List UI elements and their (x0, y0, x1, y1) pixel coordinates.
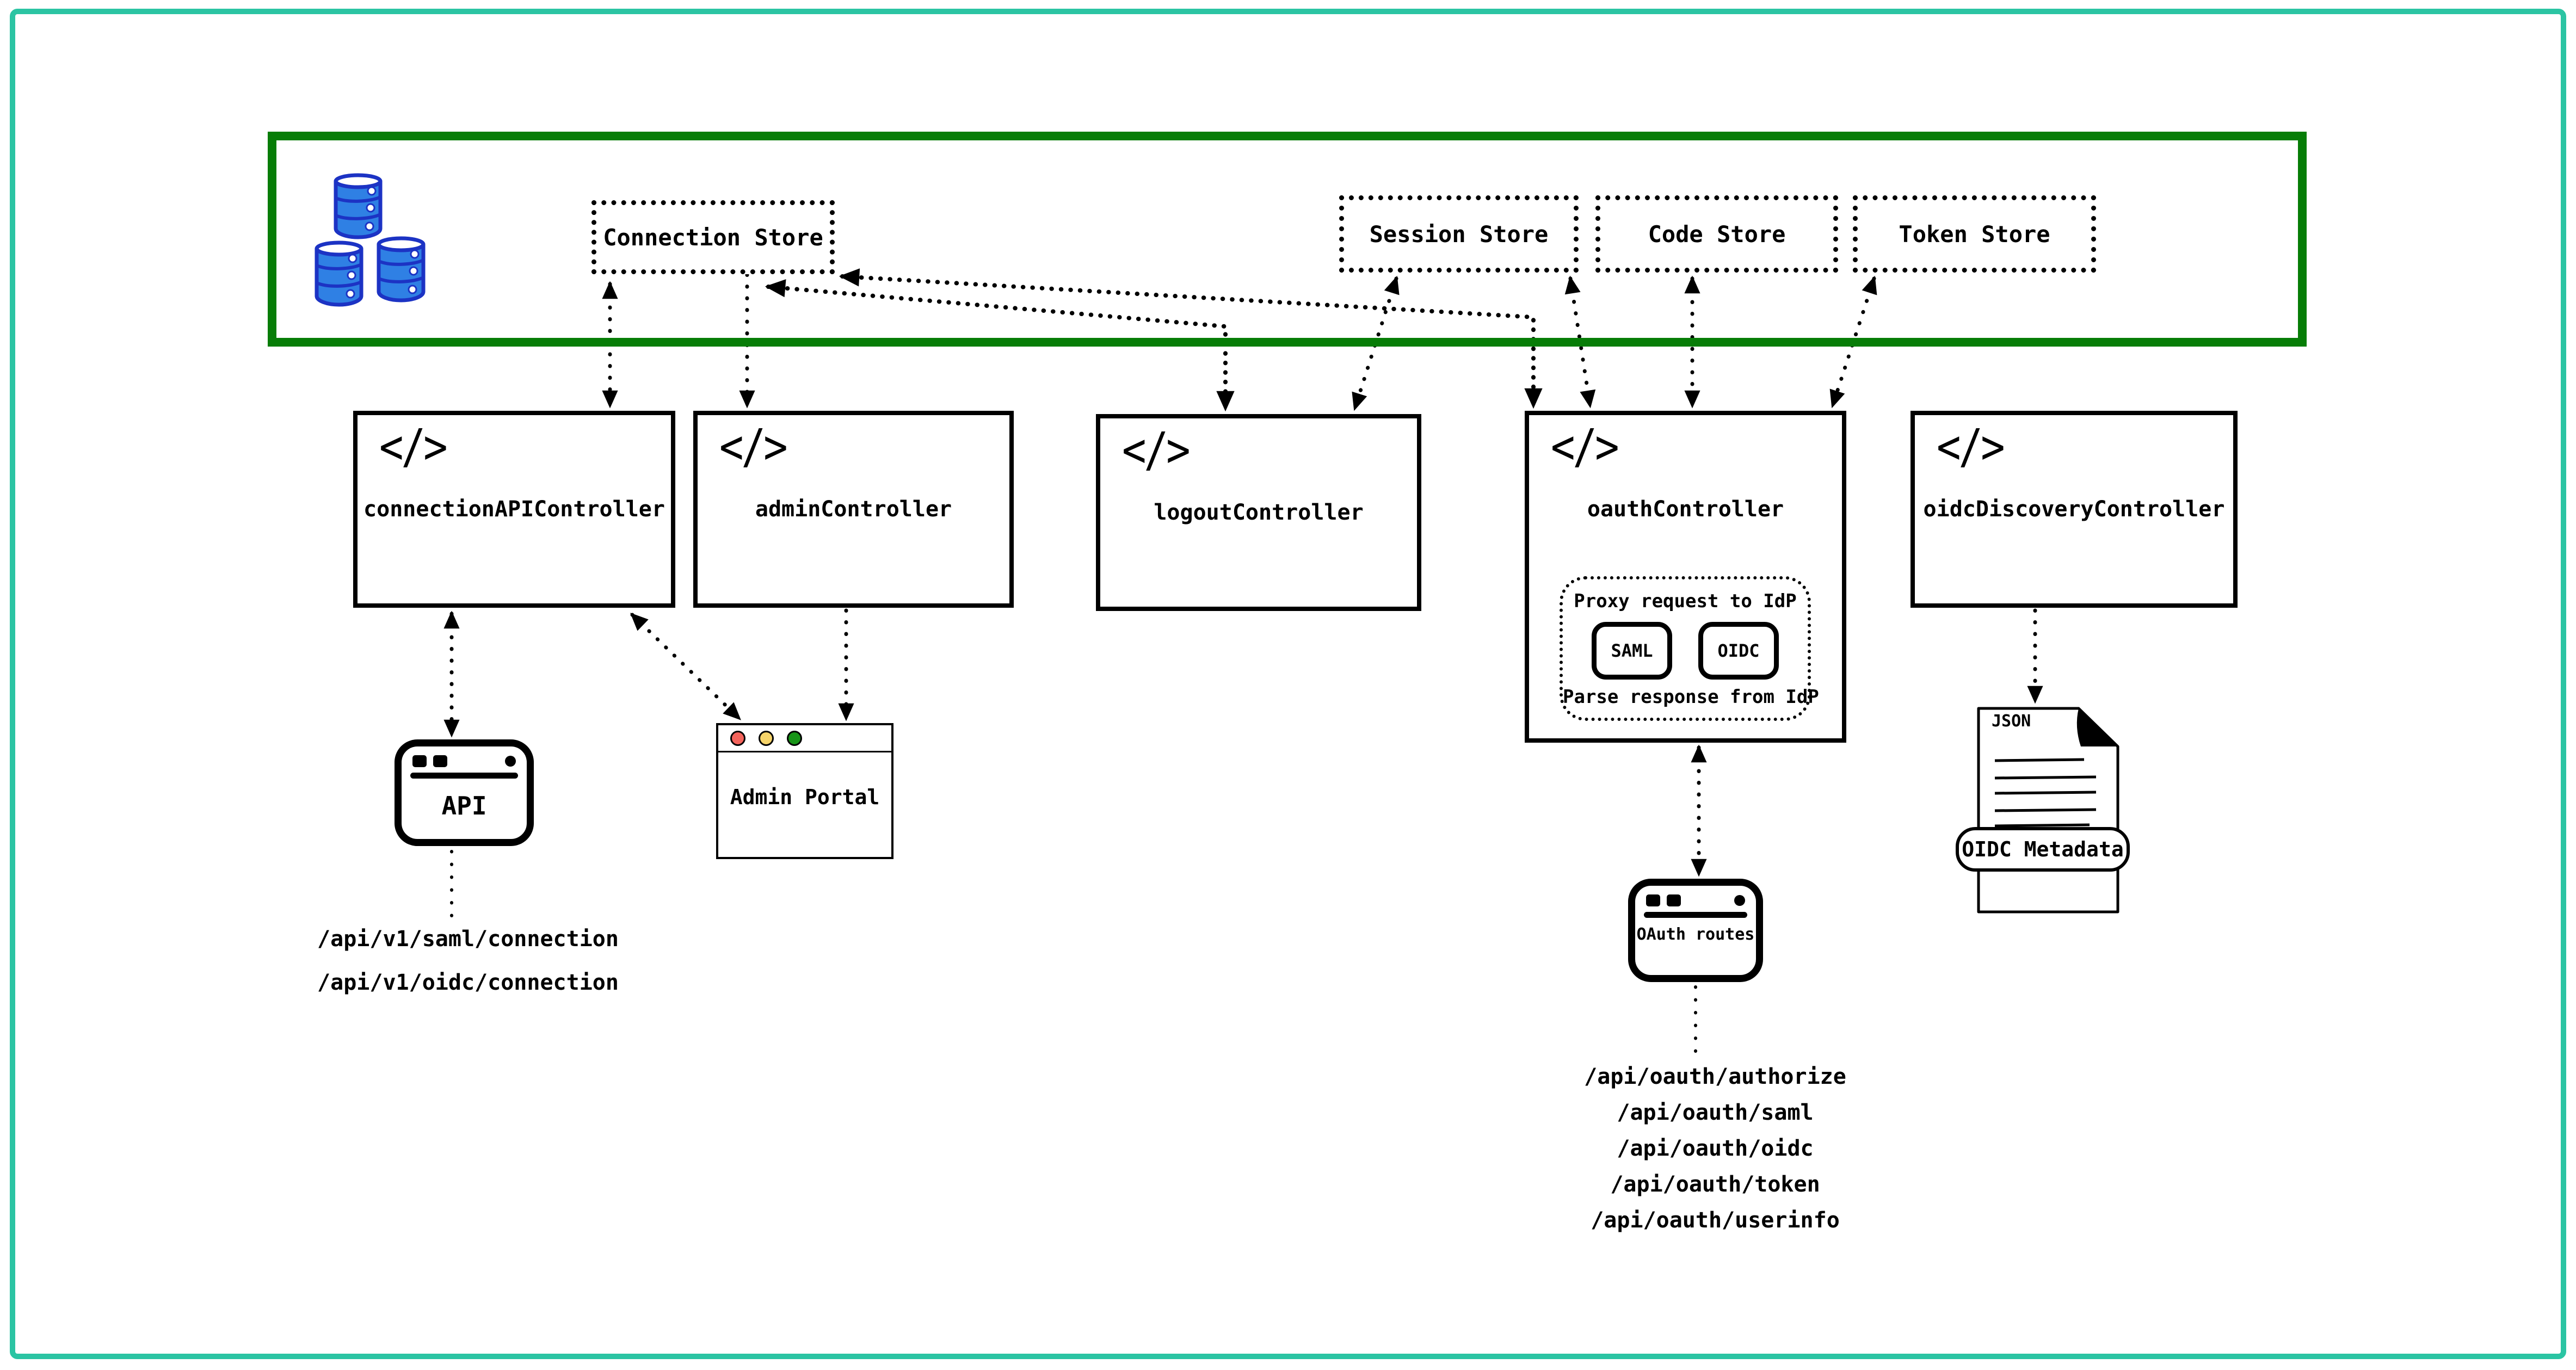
api-window-label: API (441, 791, 487, 820)
protocol-chips: SAML OIDC (1563, 622, 1808, 680)
endpoint-item: /api/oauth/authorize (1584, 1064, 1846, 1089)
proxy-request-label: Proxy request to IdP (1574, 590, 1797, 612)
connection-store-label: Connection Store (603, 224, 823, 251)
endpoint-item: /api/oauth/token (1610, 1172, 1820, 1197)
code-store-box: Code Store (1595, 195, 1838, 273)
window-divider (410, 773, 518, 779)
admin-portal-label: Admin Portal (730, 785, 880, 809)
window-button-icon (433, 755, 447, 767)
window-button-icon (412, 755, 427, 767)
oidc-chip: OIDC (1698, 622, 1779, 680)
session-store-label: Session Store (1369, 220, 1549, 248)
connection-store-box: Connection Store (591, 200, 835, 274)
endpoint-item: /api/oauth/userinfo (1591, 1208, 1840, 1233)
parse-response-label: Parse response from IdP (1563, 686, 1819, 708)
controller-label: connectionAPIController (363, 497, 665, 522)
json-document-icon: JSON OIDC Metadata (1956, 705, 2130, 915)
oauth-endpoint-list: /api/oauth/authorize /api/oauth/saml /ap… (1552, 1059, 1878, 1238)
token-store-label: Token Store (1899, 220, 2050, 248)
code-icon (1122, 423, 1188, 478)
endpoint-item: /api/oauth/oidc (1617, 1136, 1814, 1161)
maximize-traffic-light-icon (787, 730, 802, 746)
window-button-icon (1667, 894, 1681, 906)
oidc-discovery-controller-box: oidcDiscoveryController (1911, 411, 2238, 608)
endpoint-item: /api/v1/saml/connection (317, 927, 619, 952)
minimize-traffic-light-icon (759, 730, 774, 746)
outer-frame (10, 9, 2566, 1359)
session-store-box: Session Store (1339, 195, 1579, 273)
database-icon (297, 161, 438, 319)
controller-label: logoutController (1154, 500, 1364, 525)
controller-label: oauthController (1587, 497, 1784, 522)
window-titlebar (409, 751, 519, 779)
oauth-controller-box: oauthController Proxy request to IdP SAM… (1525, 411, 1846, 743)
window-button-icon (1646, 894, 1660, 906)
code-icon (1937, 419, 2003, 474)
json-doc-type-label: JSON (1992, 712, 2031, 731)
connection-api-controller-box: connectionAPIController (353, 411, 675, 608)
idp-proxy-box: Proxy request to IdP SAML OIDC Parse res… (1560, 576, 1819, 721)
saml-chip: SAML (1592, 622, 1672, 680)
window-dot-icon (505, 756, 516, 767)
oidc-metadata-banner: OIDC Metadata (1956, 827, 2130, 872)
window-divider (1644, 912, 1747, 918)
store-layer-container (268, 132, 2307, 347)
admin-portal-window: Admin Portal (716, 723, 893, 859)
code-icon (1551, 419, 1617, 474)
oauth-routes-window-icon: OAuth routes (1628, 879, 1763, 982)
api-browser-window-icon: API (395, 739, 534, 846)
oauth-routes-label: OAuth routes (1636, 925, 1755, 944)
logout-controller-box: logoutController (1096, 414, 1421, 611)
code-icon (379, 419, 446, 474)
window-titlebar (718, 725, 891, 752)
endpoint-item: /api/v1/oidc/connection (317, 970, 619, 995)
admin-controller-box: adminController (693, 411, 1014, 608)
document-shape (1977, 707, 2119, 914)
token-store-box: Token Store (1853, 195, 2096, 273)
window-titlebar (1643, 890, 1748, 918)
controller-label: oidcDiscoveryController (1923, 497, 2225, 522)
controller-label: adminController (755, 497, 952, 522)
api-endpoint-list: /api/v1/saml/connection /api/v1/oidc/con… (305, 917, 631, 1004)
close-traffic-light-icon (730, 730, 745, 746)
window-dot-icon (1734, 895, 1745, 906)
endpoint-item: /api/oauth/saml (1617, 1100, 1814, 1125)
code-store-label: Code Store (1648, 220, 1786, 248)
code-icon (719, 419, 786, 474)
